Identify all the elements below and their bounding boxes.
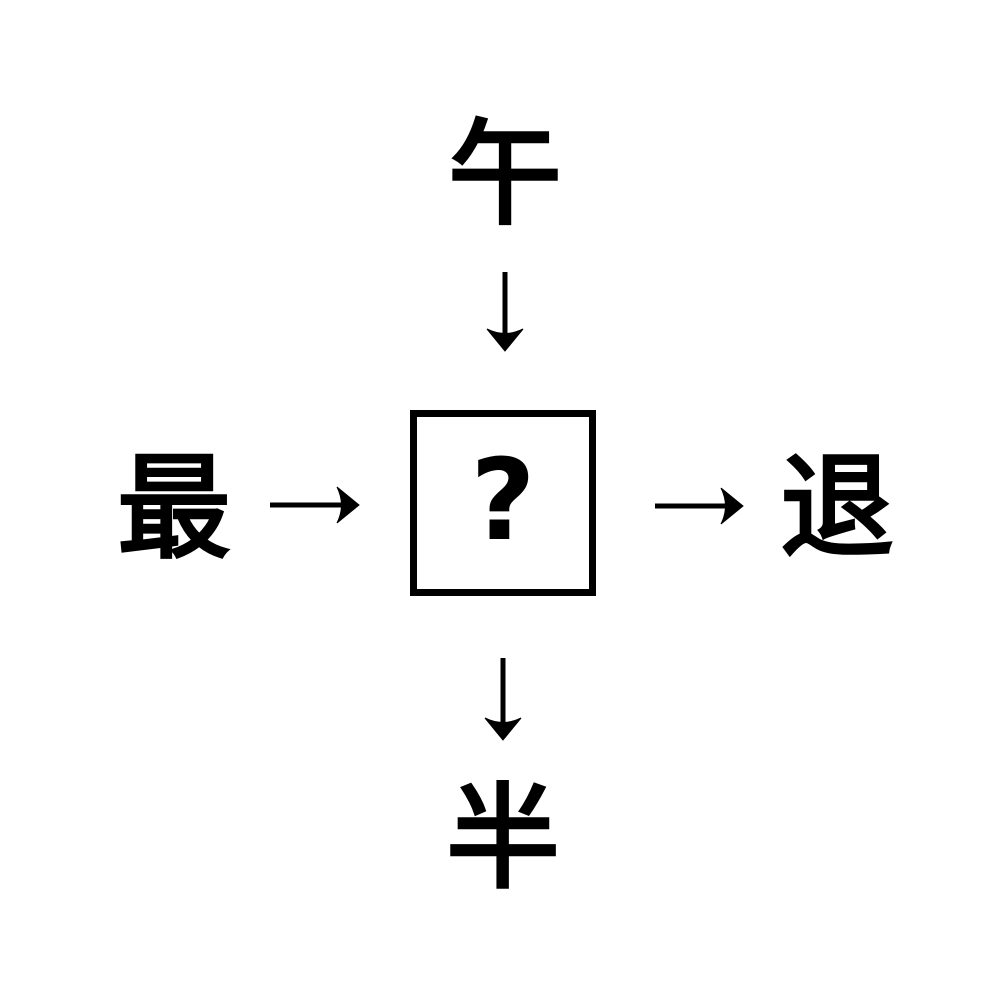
- arrow-right-icon: [270, 486, 360, 524]
- arrow-down-icon: [486, 272, 524, 352]
- kanji-bottom: 半: [445, 772, 561, 905]
- kanji-left: 最: [116, 442, 232, 575]
- arrow-right-icon: [655, 487, 744, 525]
- kanji-right: 退: [779, 441, 895, 574]
- question-mark-placeholder: ?: [470, 436, 536, 566]
- kanji-top: 午: [447, 108, 563, 241]
- answer-box: ?: [410, 410, 596, 596]
- arrow-down-icon: [484, 658, 522, 741]
